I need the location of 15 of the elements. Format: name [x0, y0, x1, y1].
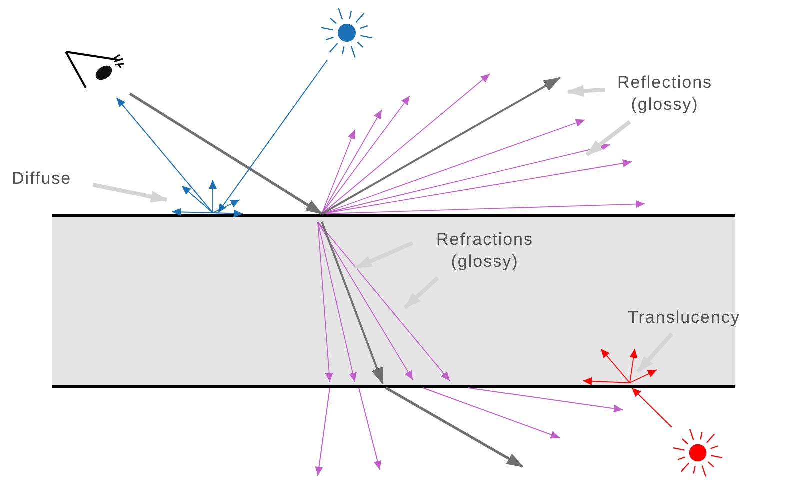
callout-label: Diffuse: [12, 168, 73, 190]
light-source-icon: [320, 6, 374, 60]
light-ray-arrow: [385, 386, 524, 468]
callout-label: Reflections (glossy): [616, 72, 714, 116]
light-ray-arrow: [468, 388, 624, 413]
light-ray-arrow: [358, 388, 382, 470]
light-source-icon: [672, 427, 724, 479]
light-ray-arrow: [129, 92, 323, 216]
light-ray-arrow: [422, 388, 560, 439]
light-ray-arrow: [632, 388, 672, 428]
light-ray-arrow: [315, 388, 330, 476]
light-ray-arrow: [116, 98, 214, 214]
callout-label: Translucency: [628, 307, 742, 329]
callout-label: Refractions (glossy): [436, 229, 534, 273]
light-ray-arrow: [218, 60, 328, 214]
